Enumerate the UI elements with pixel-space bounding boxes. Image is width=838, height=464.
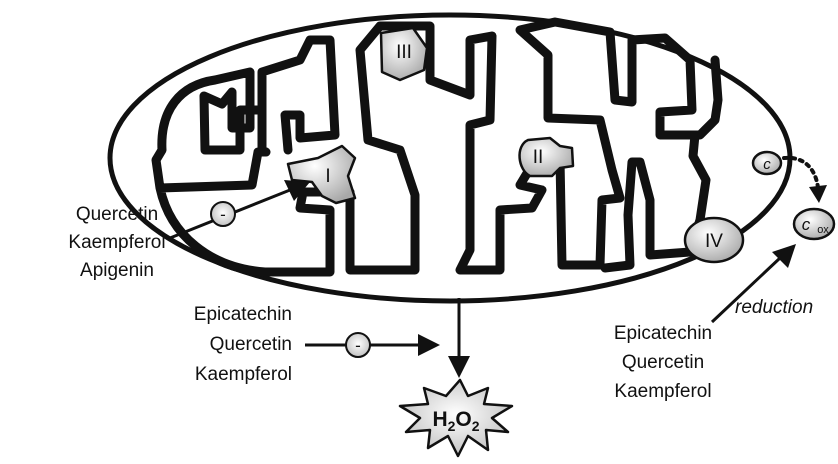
complex-II-label: II — [533, 147, 544, 168]
middle-group-2: Quercetin — [210, 334, 292, 355]
reduction-label: reduction — [735, 297, 813, 318]
left-group-2: Kaempferol — [68, 232, 165, 253]
dotted-arrowhead — [809, 185, 827, 203]
left-group-3: Apigenin — [80, 260, 154, 281]
middle-group-3: Kaempferol — [195, 364, 292, 385]
right-group-3: Kaempferol — [614, 381, 711, 402]
h2o2-arrowhead — [448, 356, 470, 378]
complex-IV-label: IV — [705, 231, 723, 252]
ox-subscript: ox — [817, 224, 829, 236]
reduction-arrowhead — [772, 244, 796, 268]
left-inhibitor-sign: - — [220, 205, 226, 224]
cytochrome-c-label: c — [763, 156, 771, 173]
cytochrome-c-ox-label: c — [802, 215, 811, 234]
middle-inhibitor-sign: - — [355, 336, 361, 355]
complex-I-label: I — [325, 166, 330, 187]
right-group-2: Quercetin — [622, 352, 704, 373]
middle-group-1: Epicatechin — [194, 304, 292, 325]
right-group-1: Epicatechin — [614, 323, 712, 344]
middle-arrowhead — [418, 334, 440, 356]
left-group-1: Quercetin — [76, 204, 158, 225]
complex-III-label: III — [396, 42, 412, 63]
